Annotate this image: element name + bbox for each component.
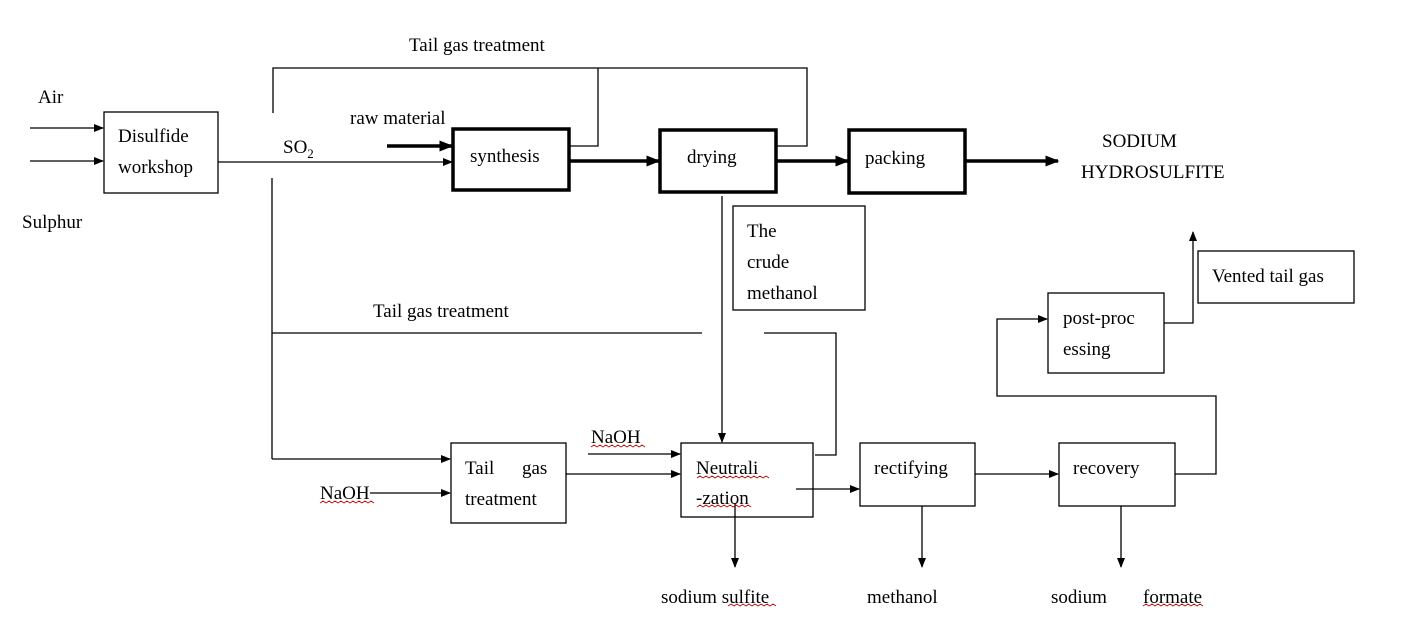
methanol-label: methanol: [867, 587, 938, 608]
sodium-sulfite-label: sodium sulfite: [661, 587, 769, 608]
synthesis-box: [451, 127, 571, 192]
sulphur-label: Sulphur: [22, 212, 83, 233]
formate-label: formate: [1143, 587, 1202, 608]
naoh-top-underline: [590, 444, 646, 448]
tail-gas-mid-label: Tail gas treatment: [373, 301, 510, 322]
vented-label: Vented tail gas: [1212, 266, 1324, 287]
sulfite-underline: [727, 603, 777, 607]
synthesis-tail-gas-line: [569, 68, 599, 147]
sodium-label: sodium: [1051, 587, 1107, 608]
neutralization-box: [680, 442, 814, 518]
recovery-box: [1058, 442, 1176, 507]
crude-label-line1: The: [747, 221, 777, 242]
tail-gas-box-label-tail: Tail: [465, 458, 494, 479]
air-label: Air: [38, 87, 64, 108]
naoh-top-label: NaOH: [591, 427, 641, 448]
product-label-line2: HYDROSULFITE: [1081, 162, 1225, 183]
disulfide-workshop-box: [103, 111, 219, 194]
crude-label-line3: methanol: [747, 283, 818, 304]
tail-gas-box-label-gas: gas: [522, 458, 547, 479]
tail-gas-box-label-line2: treatment: [465, 489, 537, 510]
post-processing-box: [1047, 292, 1165, 374]
recovery-label: recovery: [1073, 458, 1140, 479]
packing-box: [847, 128, 967, 195]
so2-main: SO: [283, 137, 307, 158]
disulfide-label-line2: workshop: [118, 157, 193, 178]
rectifying-box: [859, 442, 976, 507]
crude-methanol-box: [732, 205, 866, 311]
so2-label: SO2: [283, 137, 314, 161]
rectifying-label: rectifying: [874, 458, 948, 479]
product-label-line1: SODIUM: [1102, 131, 1177, 152]
postproc-to-vented-arrow: [1164, 231, 1197, 324]
neutralization-underline: [696, 475, 770, 479]
neutralization-label-line2: -zation: [696, 488, 749, 509]
drying-label: drying: [687, 147, 737, 168]
tail-gas-top-label: Tail gas treatment: [409, 35, 546, 56]
postproc-label-line2: essing: [1063, 339, 1111, 360]
naoh-left-underline: [319, 500, 375, 504]
recovery-to-postproc-arrow: [996, 315, 1217, 475]
tail-gas-treatment-box: [450, 442, 567, 524]
drying-box: [658, 128, 778, 194]
disulfide-label-line1: Disulfide: [118, 126, 189, 147]
synthesis-label: synthesis: [470, 146, 540, 167]
so2-subscript: 2: [307, 146, 314, 161]
mid-tail-gas-return-line: [764, 332, 837, 456]
packing-label: packing: [865, 148, 926, 169]
raw-material-label: raw material: [350, 108, 445, 129]
crude-label-line2: crude: [747, 252, 789, 273]
vented-tail-gas-box: [1197, 250, 1355, 304]
postproc-label-line1: post-proc: [1063, 308, 1135, 329]
zation-underline: [696, 504, 752, 508]
top-tail-gas-line: [272, 67, 808, 147]
formate-underline: [1142, 603, 1204, 607]
neutralization-label-line1: Neutrali: [696, 458, 758, 479]
naoh-left-label: NaOH: [320, 483, 370, 504]
